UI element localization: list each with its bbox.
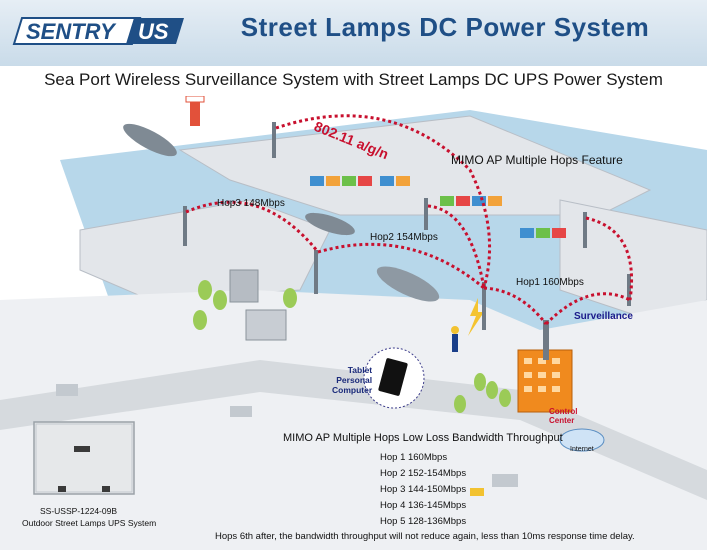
office-block xyxy=(245,309,287,341)
control-center-label: Control Center xyxy=(549,407,577,425)
ship xyxy=(376,266,440,302)
product-name: Outdoor Street Lamps UPS System xyxy=(22,518,157,528)
hop2-label: Hop2 154Mbps xyxy=(370,232,438,243)
feature-label: MIMO AP Multiple Hops Feature xyxy=(451,153,623,167)
truck xyxy=(492,474,518,487)
product-code: SS-USSP-1224-09B xyxy=(40,506,118,516)
page-title: Street Lamps DC Power System xyxy=(240,12,650,42)
tablet-label-line3: Computer xyxy=(332,385,373,395)
worker xyxy=(452,334,458,352)
throughput-row: Hop 2 152-154Mbps xyxy=(380,468,467,479)
throughput-row: Hop 5 128-136Mbps xyxy=(380,516,467,527)
tablet-icon xyxy=(378,358,408,396)
tablet-label: Tablet Personal Computer xyxy=(332,365,372,395)
control-center-line1: Control xyxy=(549,407,578,416)
logo-text-left: SENTRY xyxy=(26,19,117,44)
tablet-label-line1: Tablet xyxy=(347,365,373,375)
containers xyxy=(310,176,566,238)
truck xyxy=(230,406,252,417)
hop-links xyxy=(185,114,634,326)
hop1-label: Hop1 160Mbps xyxy=(516,277,584,288)
internet-label: Internet xyxy=(570,446,594,453)
hop3-label: Hop3 148Mbps xyxy=(217,198,285,209)
control-center-line2: Center xyxy=(549,416,575,425)
throughput-title: MIMO AP Multiple Hops Low Loss Bandwidth… xyxy=(283,432,563,444)
throughput-row: Hop 4 136-145Mbps xyxy=(380,500,467,511)
internet-cloud xyxy=(559,428,605,452)
throughput-row: Hop 1 160Mbps xyxy=(380,452,448,463)
footer-note: Hops 6th after, the bandwidth throughput… xyxy=(215,531,635,542)
logo-text-right: US xyxy=(138,19,169,44)
ups-product-image xyxy=(33,421,135,495)
sentry-us-logo: SENTRY US xyxy=(12,17,184,45)
page-subtitle: Sea Port Wireless Surveillance System wi… xyxy=(44,70,663,89)
street-lamps xyxy=(183,122,631,360)
tablet-label-line2: Personal xyxy=(336,375,373,385)
truck xyxy=(56,384,78,396)
lighthouse xyxy=(190,100,200,126)
port-illustration xyxy=(0,96,707,550)
warehouse xyxy=(229,269,259,303)
throughput-row: Hop 3 144-150Mbps xyxy=(380,484,467,495)
ship xyxy=(123,123,177,157)
signal-bolt-icon xyxy=(468,298,484,336)
trees xyxy=(193,280,511,413)
surveillance-label: Surveillance xyxy=(574,311,633,322)
pier-left xyxy=(79,199,331,301)
car xyxy=(470,488,484,496)
ship xyxy=(305,212,355,236)
